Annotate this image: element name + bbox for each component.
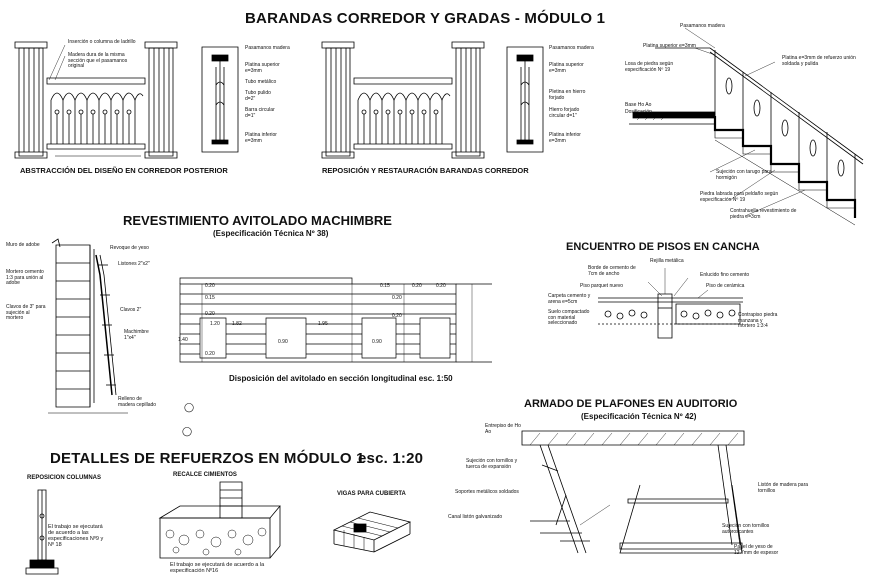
detail2-platina-sup: Platina superior e=3mm — [549, 62, 584, 74]
wall-relleno: Relleno de madera cepillado — [118, 396, 157, 408]
stair-platina-sup: Platina superior e=3mm — [643, 43, 696, 49]
ceiling-canal: Canal listón galvanizado — [448, 514, 503, 520]
column-repair-drawing — [22, 486, 62, 581]
detail2-platina-inf: Platina inferior e=3mm — [549, 132, 581, 144]
wall-machimbre: Machimbre 1"x4" — [124, 329, 149, 341]
foundation-drawing — [140, 478, 285, 570]
staircase-drawing — [615, 20, 865, 230]
dim-11: 1.95 — [318, 321, 328, 327]
foundation-note: El trabajo se ejecutará de acuerdo a la … — [170, 562, 265, 574]
dim-12: 0.90 — [372, 339, 382, 345]
detalles-title: DETALLES DE REFUERZOS EN MÓDULO 1 — [50, 450, 365, 467]
dim-10: 0.90 — [278, 339, 288, 345]
balustrade-reposicion-drawing — [322, 40, 492, 165]
wall-muro-adobe: Muro de adobe — [6, 242, 40, 248]
detail2-hierro: Hierro forjado circular d=1" — [549, 107, 580, 119]
junction-contrapiso: Contrapiso piedra manzana y mortero 1:3:… — [738, 312, 778, 329]
longitudinal-section-drawing — [172, 278, 502, 370]
dim-5: 0.20 — [392, 295, 402, 301]
junction-suelo: Suelo compactado con material selecciona… — [548, 309, 590, 326]
stair-base: Base Ho Ao — [625, 102, 652, 108]
dim-0: 0.20 — [205, 283, 215, 289]
dim-8: 1.20 — [210, 321, 220, 327]
label-madera-dura: Madera dura de la misma sección que el p… — [68, 52, 128, 69]
revestimiento-spec: (Especificación Técnica Nº 38) — [213, 229, 329, 238]
floor-junction-drawing — [598, 268, 743, 340]
encuentro-title: ENCUENTRO DE PISOS EN CANCHA — [566, 241, 760, 253]
detail2-pletina: Pletina en hierro forjado — [549, 89, 586, 101]
caption-reposicion-columnas: REPOSICION COLUMNAS — [27, 475, 102, 481]
main-title: BARANDAS CORREDOR Y GRADAS - MÓDULO 1 — [245, 10, 606, 27]
balustrade-abstraccion-drawing — [15, 40, 185, 165]
ceiling-soportes: Soportes metálicos soldados — [455, 489, 519, 495]
junction-carpeta: Carpeta cemento y arena e=5cm — [548, 293, 591, 305]
detail1-platina-sup: Platina superior e=3mm — [245, 62, 280, 74]
stair-pasamanos: Pasamanos madera — [680, 23, 725, 29]
stair-losa: Losa de piedra según especificación Nº 1… — [625, 61, 674, 73]
stair-piedra: Piedra labrada para peldaño según especi… — [700, 191, 779, 203]
detalles-scale: esc. 1:20 — [358, 450, 424, 467]
dim-7: 0.20 — [392, 313, 402, 319]
stair-dosificacion: Dosificación — [625, 109, 652, 115]
caption-recalce: RECALCE CIMIENTOS — [173, 472, 237, 478]
ceiling-autoroscantes: Sujeción con tornillos autoroscantes — [722, 523, 770, 535]
dim-3: 0.20 — [436, 283, 446, 289]
detail1-tubo-pulido: Tubo pulido d=2" — [245, 90, 271, 102]
junction-borde: Borde de cemento de 7cm de ancho — [588, 265, 636, 277]
wall-clavos2: Clavos 2" — [120, 307, 142, 313]
detail1-tubo: Tubo metálico — [245, 79, 277, 85]
junction-ceramica: Piso de cerámica — [706, 283, 745, 289]
junction-parquet: Piso parquet nuevo — [580, 283, 624, 289]
stair-platina-refuerzo: Platina e=3mm de refuerzo unión soldada … — [782, 55, 856, 67]
junction-rejilla: Rejilla metálica — [650, 258, 684, 264]
caption-reposicion: REPOSICIÓN Y RESTAURACIÓN BARANDAS CORRE… — [322, 166, 529, 175]
dim-9: 1.82 — [232, 321, 242, 327]
dim-13: 1.40 — [178, 337, 188, 343]
wall-section-drawing — [28, 235, 138, 420]
dim-4: 0.15 — [205, 295, 215, 301]
wall-revoque: Revoque de yeso — [110, 245, 149, 251]
armado-title: ARMADO DE PLAFONES EN AUDITORIO — [524, 398, 738, 410]
ceiling-panel-yeso: Panel de yeso de 12.7mm de espesor — [734, 544, 779, 556]
dim-2: 0.20 — [412, 283, 422, 289]
dim-14: 0.20 — [205, 351, 215, 357]
caption-vigas: VIGAS PARA CUBIERTA — [337, 491, 406, 497]
detail1-pasamanos: Pasamanos madera — [245, 45, 290, 51]
dim-6: 0.20 — [205, 311, 215, 317]
roof-beam-drawing — [330, 500, 420, 555]
ceiling-panel-drawing — [470, 425, 750, 575]
detail1-barra: Barra circular d=1" — [245, 107, 275, 119]
caption-disposicion: Disposición del avitolado en sección lon… — [229, 374, 453, 383]
north-circle-icon: ◯ — [184, 402, 195, 412]
north-circle-icon-2: ◯ — [182, 426, 193, 436]
column-note: El trabajo se ejecutará de acuerdo a las… — [48, 524, 104, 548]
detail2-pasamanos: Pasamanos madera — [549, 45, 594, 51]
section-detail-2-drawing — [505, 45, 545, 155]
junction-enlucido: Enlucido fino cemento — [700, 272, 750, 278]
ceiling-liston: Listón de madera para tornillos — [758, 482, 809, 494]
revestimiento-title: REVESTIMIENTO AVITOLADO MACHIMBRE — [123, 213, 392, 228]
stair-sujecion: Sujeción con tarugo para hormigón — [716, 169, 772, 181]
wall-mortero: Mortero cemento 1:3 para unión al adobe — [6, 269, 44, 286]
detail1-platina-inf: Platina inferior e=3mm — [245, 132, 277, 144]
ceiling-entrepiso: Entrepiso de Ho Ao — [485, 423, 521, 435]
ceiling-sujecion-tornillos: Sujeción con tornillos y tuerca de expan… — [466, 458, 518, 470]
wall-clavos3: Clavos de 3" para sujeción al mortero — [6, 304, 46, 321]
label-insercion: Inserción o columna de ladrillo — [68, 39, 136, 45]
dim-1: 0.15 — [380, 283, 390, 289]
stair-contrahuella: Contrahuella revestimiento de piedra e=3… — [730, 208, 797, 220]
armado-spec: (Especificación Técnica Nº 42) — [581, 412, 697, 421]
section-detail-1-drawing — [200, 45, 240, 155]
caption-abstraccion: ABSTRACCIÓN DEL DISEÑO EN CORREDOR POSTE… — [20, 166, 228, 175]
wall-listones: Listones 2"x2" — [118, 261, 150, 267]
